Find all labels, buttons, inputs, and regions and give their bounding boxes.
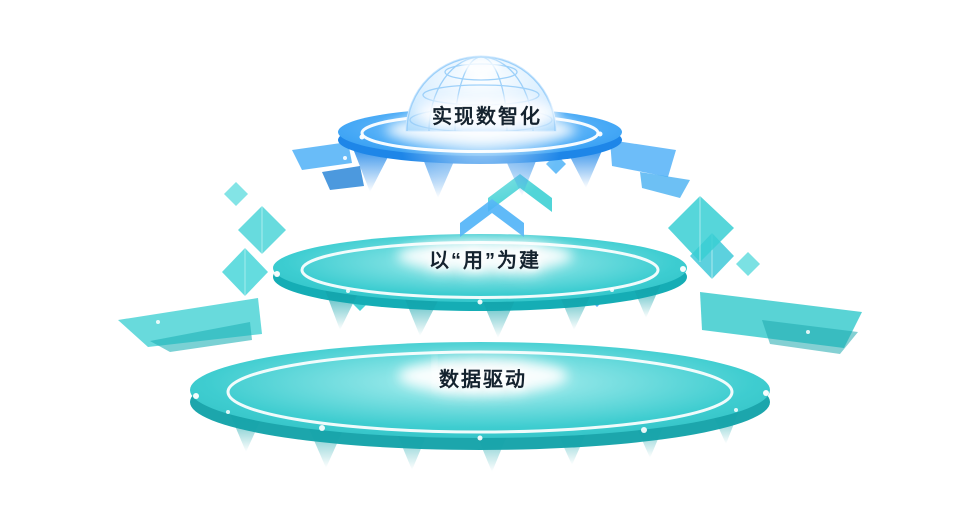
light-streak xyxy=(433,350,436,394)
middle-left-crystal-icon xyxy=(224,182,286,254)
bottom-sparkle-dots xyxy=(193,390,769,441)
bottom-right-wing-shape xyxy=(700,292,862,354)
left-blue-wing-shape xyxy=(292,142,364,190)
top-platform xyxy=(295,39,666,209)
floating-sparkle-dots xyxy=(156,180,810,334)
top-sparkle-dots xyxy=(295,130,666,146)
bottom-platform-ring xyxy=(226,350,734,434)
bottom-platform xyxy=(118,233,862,472)
middle-sparkle-dots xyxy=(274,266,686,305)
bottom-left-crystal-icon xyxy=(222,248,268,296)
middle-platform xyxy=(224,182,760,338)
bottom-left-wing-shape xyxy=(118,298,262,352)
top-label-glow xyxy=(415,98,559,128)
right-blue-wing-shape xyxy=(610,140,690,198)
middle-right-crystal-icon xyxy=(668,196,760,276)
bottom-label-glow xyxy=(398,359,568,393)
middle-label-glow xyxy=(397,241,573,271)
